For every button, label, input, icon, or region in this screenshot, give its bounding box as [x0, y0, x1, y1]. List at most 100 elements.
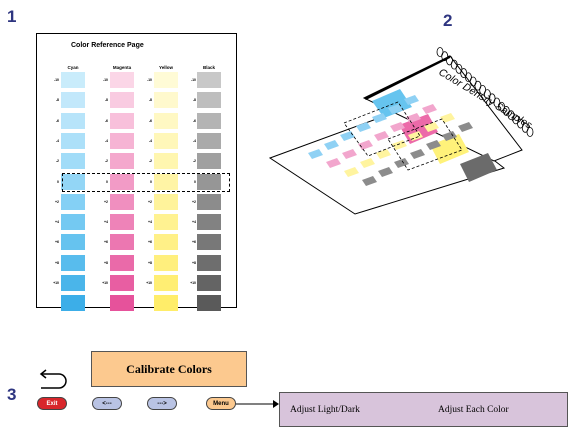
cover-edge	[364, 56, 450, 100]
cyan-swatch	[61, 72, 85, 88]
black-swatch	[197, 173, 221, 190]
swatch-value-label: +2	[192, 199, 196, 204]
sheet-swatch	[308, 149, 323, 159]
sheet-swatch	[458, 122, 473, 132]
column-header-magenta: Magenta	[112, 65, 132, 70]
sheet-swatch	[342, 149, 357, 159]
calibrate-colors-display: Calibrate Colors	[91, 351, 247, 387]
sheet-swatch	[394, 158, 409, 168]
sheet-swatch	[362, 176, 377, 186]
swatch-value-label: -4	[148, 138, 152, 143]
sheet-swatch	[410, 149, 425, 159]
magenta-swatch	[110, 275, 134, 291]
magenta-swatch	[110, 112, 134, 129]
cover-magenta-block	[399, 114, 438, 144]
step-number-3: 3	[7, 385, 17, 404]
swatch-value-label: +4	[192, 220, 196, 225]
swatch-value-label: -8	[55, 98, 59, 103]
yellow-swatch	[154, 132, 178, 149]
swatch-value-label: -10	[146, 78, 152, 82]
swatch-value-label: +8	[55, 260, 59, 265]
menu-button[interactable]: Menu	[206, 397, 236, 410]
reference-page-title: Color Reference Page	[71, 42, 144, 49]
black-swatch	[197, 193, 221, 210]
swatch-value-label: -2	[148, 159, 152, 164]
swatch-value-label: +6	[148, 240, 152, 245]
swatch-value-label: +6	[104, 240, 108, 245]
sheet-swatch	[376, 149, 391, 159]
black-swatch	[197, 72, 221, 88]
black-swatch	[197, 275, 221, 291]
black-swatch	[197, 295, 221, 312]
magenta-swatch	[110, 153, 134, 170]
swatch-value-label: -2	[192, 159, 196, 164]
magenta-swatch	[110, 295, 134, 312]
black-swatch	[197, 214, 221, 231]
magenta-swatch	[110, 173, 134, 190]
magenta-swatch	[110, 234, 134, 251]
swatch-value-label: 0	[150, 179, 152, 184]
column-header-black: Black	[202, 65, 215, 70]
swatch-value-label: -6	[192, 118, 196, 123]
swatch-value-label: -2	[104, 159, 108, 164]
cyan-swatch	[61, 214, 85, 231]
cyan-swatch	[61, 132, 85, 149]
menu-option-adjust-each-color[interactable]: Adjust Each Color	[438, 405, 509, 415]
swatch-value-label: +2	[148, 199, 152, 204]
cyan-swatch	[61, 112, 85, 129]
swatch-value-label: -8	[192, 98, 196, 103]
magenta-swatch	[110, 193, 134, 210]
yellow-swatch	[154, 153, 178, 170]
cover-cyan-block	[372, 89, 412, 118]
sheet-swatch	[406, 113, 421, 123]
swatch-value-label: +10	[102, 281, 108, 285]
menu-arrow-icon	[236, 400, 279, 408]
cyan-swatch	[61, 153, 85, 170]
magenta-swatch	[110, 214, 134, 231]
swatch-value-label: 0	[57, 179, 59, 184]
yellow-swatch	[154, 92, 178, 109]
black-swatch	[197, 132, 221, 149]
swatch-value-label: -6	[148, 118, 152, 123]
magenta-swatch	[110, 132, 134, 149]
cyan-swatch	[61, 234, 85, 251]
cyan-swatch	[61, 295, 85, 312]
sheet-swatch	[344, 167, 359, 177]
sheet-swatch	[442, 131, 457, 141]
sheet-swatch	[408, 131, 423, 141]
sheet-swatch	[358, 140, 373, 150]
step-number-2: 2	[443, 11, 453, 30]
swatch-value-label: -6	[55, 118, 59, 123]
sheet-swatch	[404, 95, 419, 105]
exit-button[interactable]: Exit	[37, 397, 67, 410]
spiral-binding	[436, 47, 534, 137]
swatch-value-label: -4	[104, 138, 108, 143]
menu-option-adjust-light-dark[interactable]: Adjust Light/Dark	[290, 405, 360, 415]
swatch-value-label: -8	[104, 98, 108, 103]
swatch-value-label: 0	[194, 179, 196, 184]
magenta-swatch	[110, 92, 134, 109]
yellow-swatch	[154, 214, 178, 231]
sheet-swatch	[360, 158, 375, 168]
cyan-swatch	[61, 193, 85, 210]
cyan-swatch	[61, 254, 85, 271]
yellow-swatch	[154, 72, 178, 88]
selection-dashed-box	[62, 173, 230, 192]
swatch-value-label: -8	[148, 98, 152, 103]
swatch-value-label: -2	[55, 159, 59, 164]
swatch-value-label: -10	[190, 78, 196, 82]
cyan-swatch	[61, 275, 85, 291]
cover-yellow-block	[430, 134, 469, 164]
swatch-value-label: +8	[148, 260, 152, 265]
swatch-value-label: 0	[106, 179, 108, 184]
yellow-swatch	[154, 275, 178, 291]
right-arrow-button[interactable]: --->	[147, 397, 177, 410]
return-arrow-icon[interactable]	[37, 369, 67, 391]
sheet-swatch	[424, 122, 439, 132]
swatch-value-label: -6	[104, 118, 108, 123]
yellow-swatch	[154, 234, 178, 251]
column-header-yellow: Yellow	[158, 65, 173, 70]
left-arrow-button[interactable]: <---	[92, 397, 122, 410]
yellow-swatch	[154, 193, 178, 210]
yellow-swatch	[154, 112, 178, 129]
